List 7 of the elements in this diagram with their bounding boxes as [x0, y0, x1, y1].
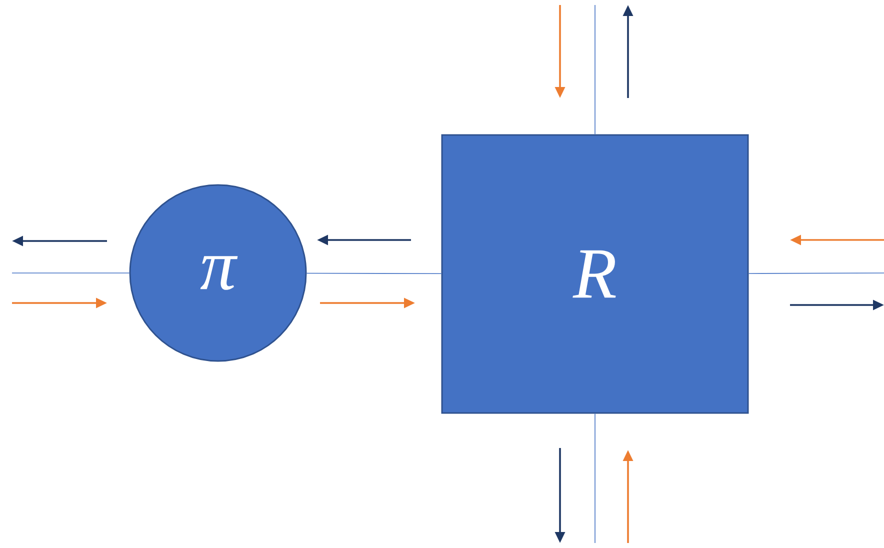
circle-node: π	[129, 184, 307, 362]
connector-line	[594, 413, 596, 544]
connector-line	[594, 4, 596, 135]
connector-line	[12, 272, 130, 274]
process-box: R	[441, 134, 749, 414]
connector-line	[306, 272, 442, 274]
connector-line	[748, 272, 884, 274]
